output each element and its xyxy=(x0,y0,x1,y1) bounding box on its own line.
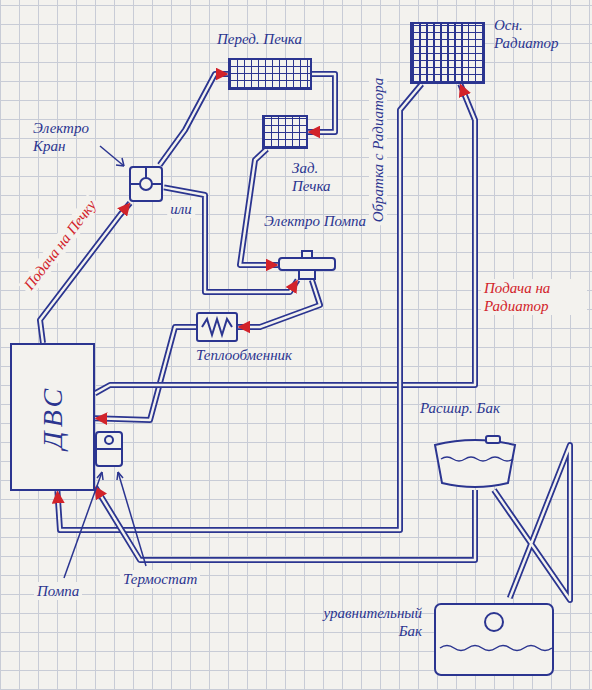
flow-arrow xyxy=(238,280,320,327)
pipe-wall xyxy=(95,486,475,560)
flow-arrow xyxy=(240,149,278,265)
node-heading: уравнительный Бак xyxy=(298,604,422,640)
pump-symbol xyxy=(278,250,336,280)
pipe-bore xyxy=(240,149,278,265)
part-label: Помпа xyxy=(34,582,82,600)
node-heading: Теплообменник xyxy=(196,346,292,364)
pipe-bore xyxy=(164,187,298,292)
node-heading: Осн. Радиатор xyxy=(494,16,586,52)
pipe-bore xyxy=(57,84,421,530)
node-heading: Перед. Печка xyxy=(217,30,302,48)
part-label: Термостат xyxy=(120,570,200,588)
coolant-pipe xyxy=(160,74,228,165)
node-heading: Расшир. Бак xyxy=(420,399,500,417)
bigtank-symbol xyxy=(432,598,556,678)
pipe-bore xyxy=(95,84,475,393)
pipe-wall xyxy=(95,327,196,420)
coolant-pipe xyxy=(95,84,475,393)
equalizer-tank: уравнительный Бак xyxy=(432,598,556,678)
node-heading: Электро Кран xyxy=(33,119,105,155)
coolant-pipe xyxy=(238,280,320,327)
front-heater: Перед. Печка xyxy=(228,58,312,90)
pipe-wall xyxy=(164,187,298,292)
pipe-label: Подача на Радиатор xyxy=(481,279,587,315)
node-heading: Электро Помпа xyxy=(264,212,366,230)
pipe-wall xyxy=(57,84,421,530)
coolant-pipe xyxy=(95,327,196,420)
expansion-tank: Расшир. Бак xyxy=(432,435,518,490)
flow-arrow xyxy=(164,187,298,292)
pipe-wall xyxy=(160,74,228,165)
pipe-bore xyxy=(308,74,335,132)
pipe-bore xyxy=(95,486,475,560)
valve-symbol xyxy=(128,165,164,203)
main-radiator: Осн. Радиатор xyxy=(410,22,485,84)
pipe-label: или xyxy=(167,200,195,218)
flow-arrow xyxy=(308,74,335,132)
electric-valve: Электро Кран xyxy=(128,165,164,203)
electric-pump: Электро Помпа xyxy=(278,250,336,280)
heat-exchanger: Теплообменник xyxy=(196,312,238,342)
coolant-pipe xyxy=(57,84,421,530)
pipe-wall xyxy=(238,280,320,327)
pipe-wall xyxy=(95,84,475,393)
flow-arrow xyxy=(95,327,196,420)
engine-block: ДВС xyxy=(10,343,95,491)
pipe-bore xyxy=(238,280,320,327)
tank-symbol xyxy=(432,435,518,490)
flow-arrow xyxy=(95,486,475,560)
node-heading: Зад. Печка xyxy=(292,159,354,195)
pipe-bore xyxy=(160,74,228,165)
pump-thermostat-unit xyxy=(96,432,122,466)
pipe-label: Обратка с Радиатора xyxy=(369,75,387,226)
rear-heater: Зад. Печка xyxy=(262,115,308,149)
node-text: ДВС xyxy=(36,385,70,449)
coolant-pipe xyxy=(95,486,475,560)
pipe-wall xyxy=(308,74,335,132)
flow-arrow xyxy=(160,74,228,165)
coolant-pipe xyxy=(164,187,298,292)
coolant-pipe xyxy=(240,149,278,265)
flow-arrow xyxy=(95,84,475,393)
pipe-bore xyxy=(95,327,196,420)
flow-arrow xyxy=(57,84,421,530)
pipe-wall xyxy=(240,149,278,265)
pipe-label: Подача на Печку xyxy=(18,194,102,296)
coolant-pipe xyxy=(308,74,335,132)
hex-symbol xyxy=(196,312,238,342)
